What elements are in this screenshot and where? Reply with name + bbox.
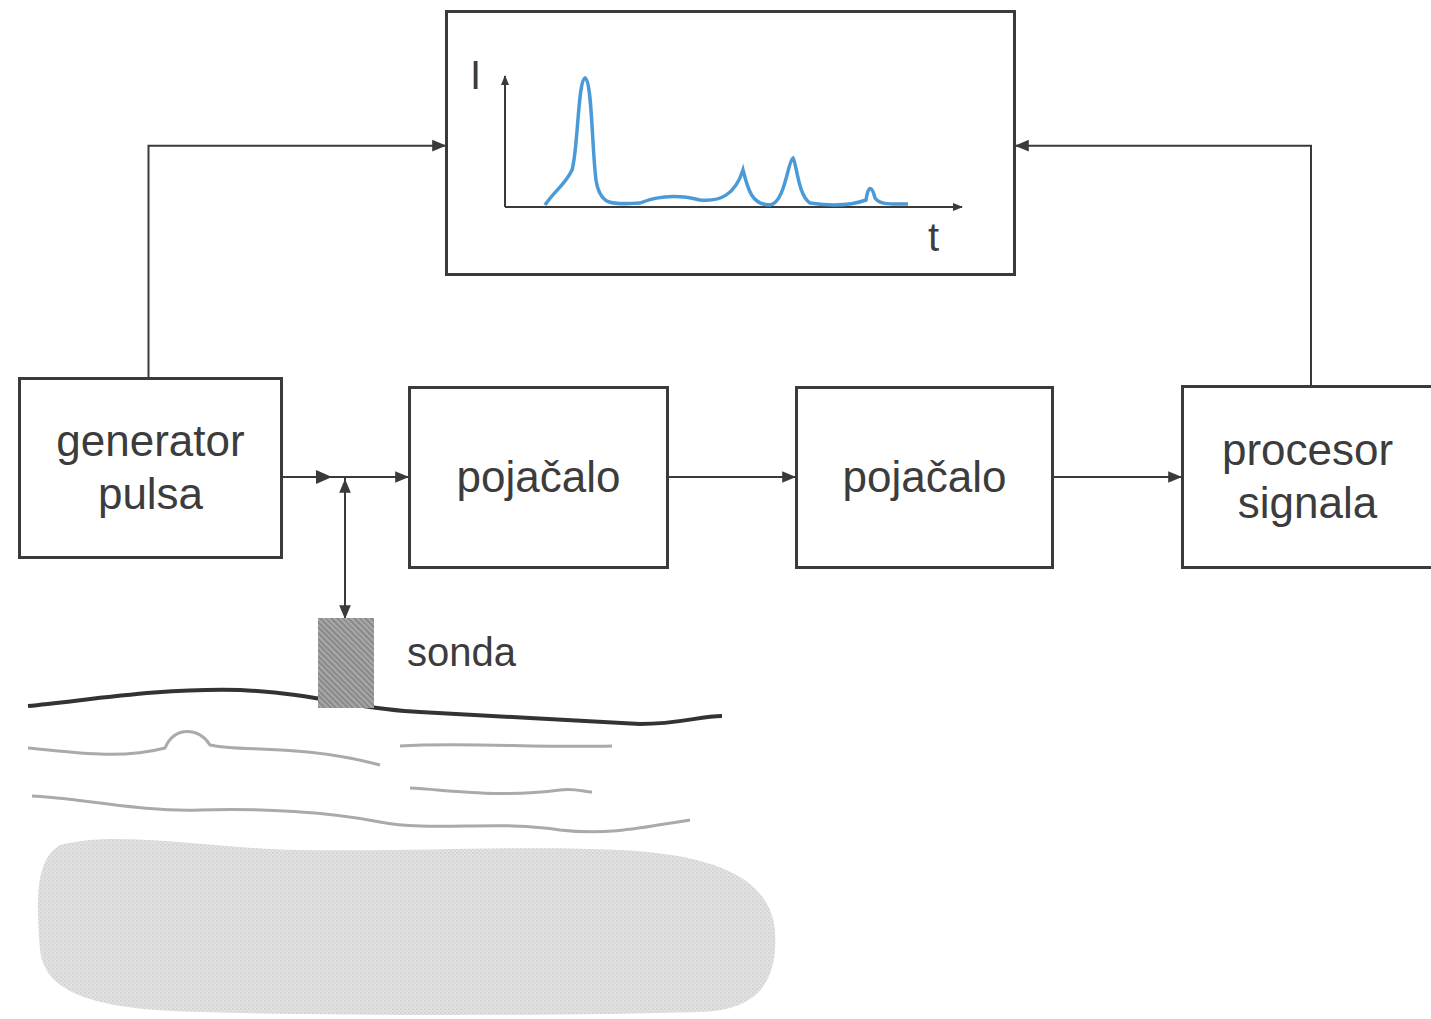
connector-arrow <box>345 477 408 618</box>
box-label: generator pulsa <box>30 415 271 521</box>
ground-layer <box>400 745 612 747</box>
connector-arrow <box>149 146 446 377</box>
probe-label: sonda <box>407 628 516 676</box>
signal-processor-box: procesor signala <box>1181 385 1431 569</box>
box-label: pojačalo <box>457 451 621 504</box>
ground-layer <box>28 732 380 766</box>
axis-label: t <box>928 213 939 261</box>
connector-arrow <box>669 476 795 478</box>
axis-i <box>504 76 506 207</box>
probe: sonda <box>318 618 374 708</box>
amplifier-box: pojačalo <box>408 386 669 569</box>
signal-curve <box>545 78 908 205</box>
amplifier-box: pojačalo <box>795 386 1054 569</box>
axis-label: I <box>470 51 481 99</box>
ground-layer <box>32 796 690 832</box>
display-screen: It <box>445 10 1016 276</box>
axis-t <box>505 206 962 208</box>
pulse-generator-box: generator pulsa <box>18 377 283 559</box>
box-label: procesor signala <box>1193 424 1423 530</box>
ground-surface <box>28 690 722 724</box>
connector-arrow <box>1016 146 1311 385</box>
connector-arrow <box>1054 476 1181 478</box>
ground-blob <box>38 839 775 1015</box>
ground-layer <box>410 788 592 793</box>
box-label: pojačalo <box>843 451 1007 504</box>
